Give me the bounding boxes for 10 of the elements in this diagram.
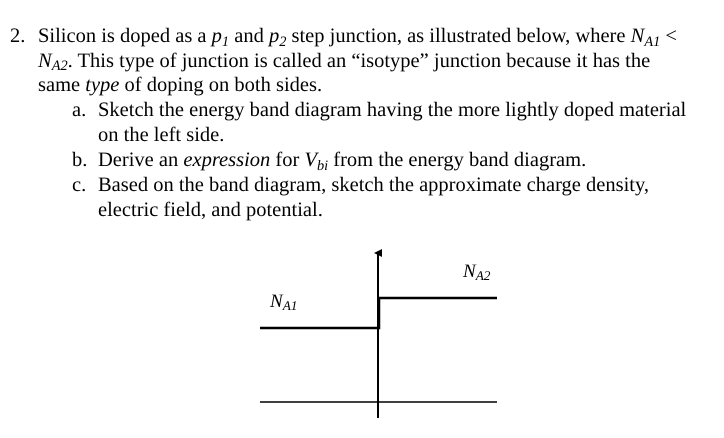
item-letter: a.	[72, 98, 86, 123]
item-letter: c.	[72, 173, 86, 198]
question-number: 2.	[10, 24, 26, 49]
question-text: Silicon is doped as a p$_{1}$ and p$_{2}$ step junction, as illustrated below, where N$_{A1}$ < N$_{A2}$. This type of junction is called an “isotype” junction because it has the same type of doping on both sides.	[38, 24, 678, 98]
item-letter: b.	[72, 148, 88, 173]
item-text: Derive an expression for V$_{bi}$ from the energy band diagram.	[98, 148, 588, 173]
doping-label: N$_{A2}$	[463, 260, 490, 285]
doping-label: N$_{A1}$	[270, 290, 298, 315]
item-text: Sketch the energy band diagram having the more lightly doped material on the left side.	[98, 98, 688, 148]
item-text: Based on the band diagram, sketch the approximate charge density, electric field, and potential.	[98, 173, 650, 222]
